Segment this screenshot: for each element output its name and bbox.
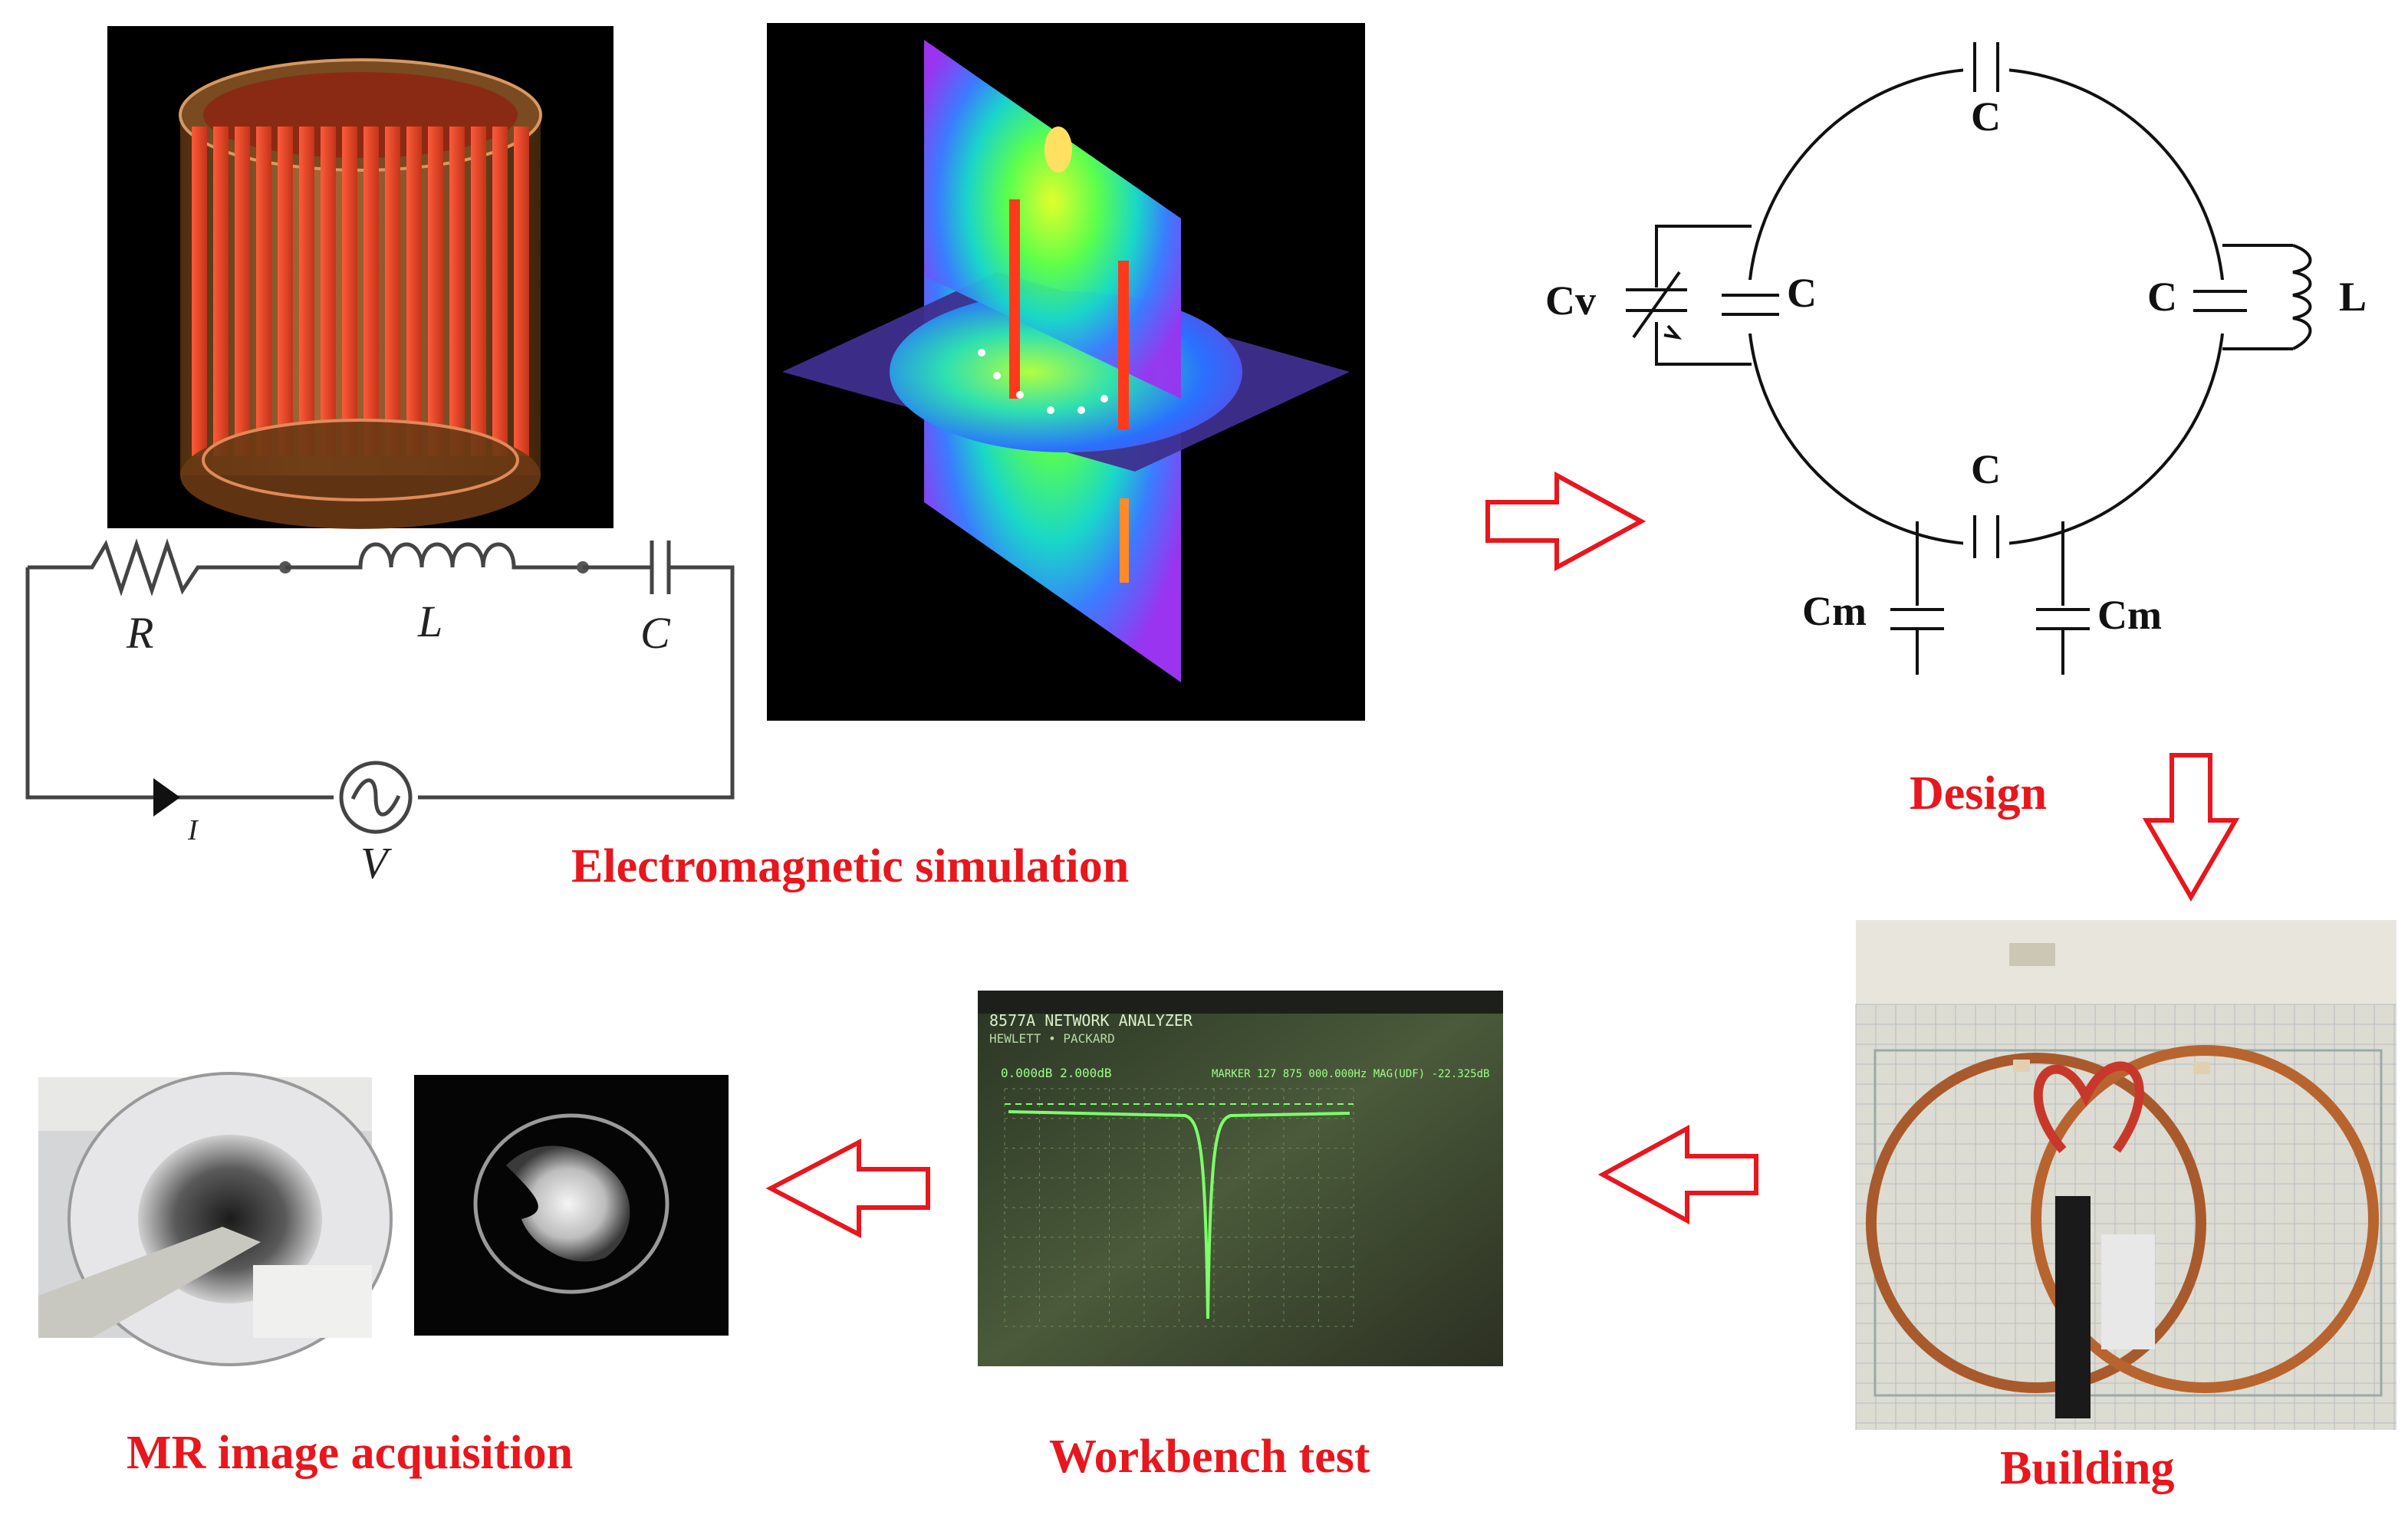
coil-rung bbox=[364, 127, 379, 456]
design-label-l: L bbox=[2339, 274, 2367, 320]
coil-rung bbox=[235, 127, 250, 456]
arrow-right-to-design bbox=[1485, 471, 1646, 572]
coil-rung bbox=[342, 127, 357, 456]
design-label-c-bottom: C bbox=[1971, 446, 2001, 492]
rlc-circuit: R L C V I bbox=[25, 538, 735, 888]
coil-rung bbox=[449, 127, 465, 456]
mr-image bbox=[414, 1075, 729, 1336]
rlc-label-c: C bbox=[640, 608, 671, 658]
design-label-cm-left: Cm bbox=[1802, 588, 1867, 634]
rlc-label-v: V bbox=[360, 838, 393, 888]
caption-design: Design bbox=[1910, 767, 2047, 820]
coil-rung bbox=[492, 127, 508, 456]
coil-rung bbox=[278, 127, 293, 456]
coil-rung bbox=[256, 127, 271, 456]
em-field-simulation-render bbox=[767, 23, 1365, 721]
analyzer-readout-right: MARKER 127 875 000.000Hz MAG(UDF) -22.32… bbox=[1212, 1068, 1489, 1080]
arrow-left-to-mr bbox=[765, 1139, 930, 1238]
coil-rung bbox=[514, 127, 529, 456]
design-label-c-top: C bbox=[1971, 94, 2001, 140]
analyzer-readout-left: 0.000dB 2.000dB bbox=[1001, 1066, 1112, 1080]
building-coil-photo bbox=[1855, 920, 2396, 1430]
caption-em-simulation: Electromagnetic simulation bbox=[571, 840, 1129, 892]
arrow-down-to-building bbox=[2142, 753, 2240, 902]
analyzer-maker: HEWLETT • PACKARD bbox=[989, 1031, 1115, 1046]
coil-rung bbox=[213, 127, 229, 456]
mri-scanner-photo bbox=[38, 1072, 393, 1366]
birdcage-coil-render bbox=[107, 26, 614, 529]
analyzer-header: 8577A NETWORK ANALYZER bbox=[989, 1011, 1193, 1030]
design-label-cv: Cv bbox=[1545, 278, 1596, 324]
resonance-trace bbox=[1008, 1110, 1350, 1319]
network-analyzer-screen: 8577A NETWORK ANALYZER HEWLETT • PACKARD… bbox=[978, 991, 1503, 1366]
coil-rung bbox=[192, 127, 207, 456]
design-schematic: C C C C Cv L Cm Cm bbox=[1545, 42, 2367, 675]
design-label-c-left: C bbox=[1787, 270, 1817, 316]
rlc-label-r: R bbox=[126, 608, 153, 658]
caption-building: Building bbox=[2000, 1442, 2174, 1494]
caption-workbench: Workbench test bbox=[1049, 1431, 1370, 1483]
coil-rung bbox=[428, 127, 443, 456]
coil-rung bbox=[385, 127, 400, 456]
analyzer-grid bbox=[1004, 1088, 1354, 1327]
rlc-label-l: L bbox=[417, 596, 442, 646]
rlc-label-i: I bbox=[187, 814, 199, 846]
caption-mr-acquisition: MR image acquisition bbox=[127, 1427, 573, 1479]
coil-rung bbox=[299, 127, 314, 456]
design-label-cm-right: Cm bbox=[2097, 592, 2162, 638]
coil-rungs bbox=[192, 127, 529, 456]
coil-rung bbox=[321, 127, 336, 456]
coil-rung bbox=[406, 127, 422, 456]
arrow-left-to-workbench bbox=[1597, 1124, 1758, 1225]
coil-rung bbox=[471, 127, 486, 456]
design-label-c-right: C bbox=[2147, 274, 2177, 320]
